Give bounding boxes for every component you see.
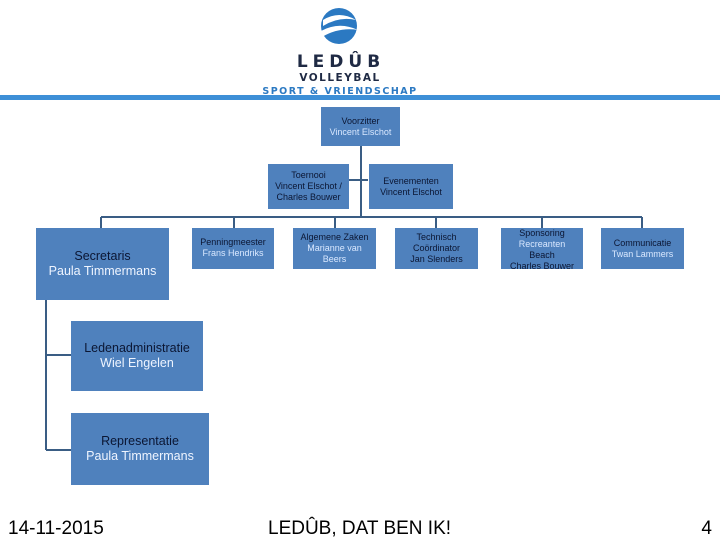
brand-volleybal: VOLLEYBAL [299,72,381,84]
toernooi-name-1: Vincent Elschot / [275,181,342,191]
voorzitter-name: Vincent Elschot [329,126,392,137]
toernooi-name-2: Charles Bouwer [276,192,341,202]
footer-page-number: 4 [701,518,712,539]
box-evenementen: Evenementen Vincent Elschot [369,164,453,209]
ledub-logo: LEDÛB VOLLEYBAL SPORT & VRIENDSCHAP [240,4,440,97]
footer-slogan: LEDÛB, DAT BEN IK! [268,518,452,539]
penningmeester-name: Frans Hendriks [202,248,264,258]
volleyball-logo-icon [321,8,358,44]
representatie-title: Representatie [101,434,179,448]
toernooi-title: Toernooi [291,170,326,180]
box-penningmeester: Penningmeester Frans Hendriks [192,228,274,269]
ledenadministratie-title: Ledenadministratie [84,341,190,355]
sponsoring-name-1: Recreanten [518,239,566,249]
footer-date: 14-11-2015 [8,518,104,539]
representatie-name: Paula Timmermans [86,449,194,463]
brand-tagline: SPORT & VRIENDSCHAP [262,86,418,97]
algemene-zaken-title: Algemene Zaken [300,232,369,242]
box-communicatie: Communicatie Twan Lammers [601,228,684,269]
algemene-zaken-name-2: Beers [322,254,347,264]
ledenadministratie-name: Wiel Engelen [100,356,174,370]
box-voorzitter: Voorzitter Vincent Elschot [321,107,400,146]
box-sponsoring: Sponsoring Recreanten Beach Charles Bouw… [501,228,583,269]
box-secretaris: Secretaris Paula Timmermans [36,228,169,300]
evenementen-title: Evenementen [383,175,439,186]
technisch-title-2: Coördinator [412,243,461,253]
secretaris-name: Paula Timmermans [48,264,157,278]
box-representatie: Representatie Paula Timmermans [71,413,209,485]
technisch-title: Technisch [416,232,457,242]
box-ledenadministratie: Ledenadministratie Wiel Engelen [71,321,203,391]
communicatie-title: Communicatie [613,237,672,248]
box-algemene-zaken: Algemene Zaken Marianne van Beers [293,228,376,269]
box-toernooi: Toernooi Vincent Elschot / Charles Bouwe… [268,164,349,209]
sponsoring-title: Sponsoring [519,228,565,238]
technisch-name: Jan Slenders [410,254,463,264]
voorzitter-title: Voorzitter [341,115,380,126]
sponsoring-name-2: Beach [529,250,555,260]
algemene-zaken-name-1: Marianne van [307,243,362,253]
penningmeester-title: Penningmeester [200,237,266,247]
brand-name: LEDÛB [296,52,386,72]
secretaris-title: Secretaris [74,249,131,263]
communicatie-name: Twan Lammers [611,248,674,259]
evenementen-name: Vincent Elschot [380,186,442,197]
sponsoring-name-3: Charles Bouwer [509,261,575,269]
box-technisch: Technisch Coördinator Jan Slenders [395,228,478,269]
header-rule [0,95,720,100]
